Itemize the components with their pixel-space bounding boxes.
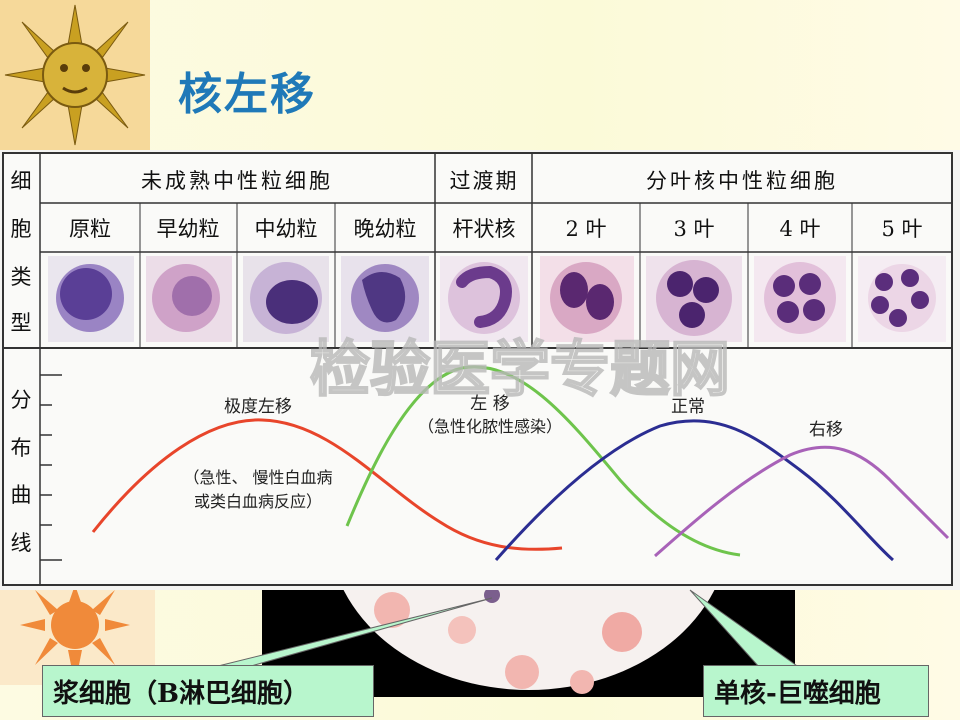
label-left-shift: 左 移 (470, 394, 509, 414)
row-header-char: 类 (11, 265, 32, 289)
label-normal: 正常 (671, 397, 705, 417)
curve-header-char: 线 (11, 531, 32, 555)
cell-name: 杆状核 (453, 217, 516, 241)
sun-face-icon (4, 4, 146, 146)
cell-name: 中幼粒 (255, 217, 318, 241)
cell-name: 5 叶 (881, 217, 922, 241)
curve-header-char: 布 (11, 436, 32, 460)
cell-name: 原粒 (69, 217, 111, 241)
slide-title: 核左移 (178, 69, 316, 120)
cell-name: 4 叶 (779, 217, 820, 241)
group-segmented: 分叶核中性粒细胞 (646, 169, 838, 193)
plasma-cell-callout: 浆细胞（B淋巴细胞） (42, 665, 374, 717)
label-right-shift: 右移 (809, 420, 843, 440)
curve-left-shift (345, 365, 741, 557)
curve-header-char: 分 (11, 388, 32, 412)
curve-normal (494, 419, 894, 562)
note-extreme-left-shift-1: （急性、 慢性白血病 (183, 468, 332, 487)
cell-distribution-panel: 未成熟中性粒细胞 过渡期 分叶核中性粒细胞 原粒 早幼粒 中幼粒 晚幼粒 杆状核… (0, 150, 960, 590)
four-lobe-neutrophil-cell (764, 262, 836, 334)
group-immature: 未成熟中性粒细胞 (141, 169, 333, 193)
curve-extreme-left-shift (91, 418, 563, 551)
cell-images (48, 256, 946, 342)
curve-right-shift (654, 445, 950, 558)
group-transition: 过渡期 (450, 169, 519, 193)
cell-name: 早幼粒 (157, 217, 220, 241)
row-header-char: 胞 (11, 217, 32, 241)
note-extreme-left-shift-2: 或类白血病反应） (194, 492, 322, 511)
cell-name: 3 叶 (673, 217, 714, 241)
row-header-char: 型 (11, 311, 32, 335)
sun-decoration-top (0, 0, 150, 150)
note-left-shift: （急性化脓性感染） (418, 417, 562, 436)
cell-name: 2 叶 (565, 217, 606, 241)
orange-sun-icon (20, 585, 130, 685)
monocyte-callout: 单核-巨噬细胞 (703, 665, 929, 717)
panel-svg: 未成熟中性粒细胞 过渡期 分叶核中性粒细胞 原粒 早幼粒 中幼粒 晚幼粒 杆状核… (0, 150, 960, 590)
row-header-char: 细 (11, 169, 32, 193)
watermark: 检验医学专题网 (310, 335, 730, 405)
curve-header-char: 曲 (11, 483, 32, 507)
curve-axis-ticks (40, 374, 62, 561)
label-extreme-left-shift: 极度左移 (224, 397, 292, 417)
cell-name: 晚幼粒 (354, 217, 417, 241)
